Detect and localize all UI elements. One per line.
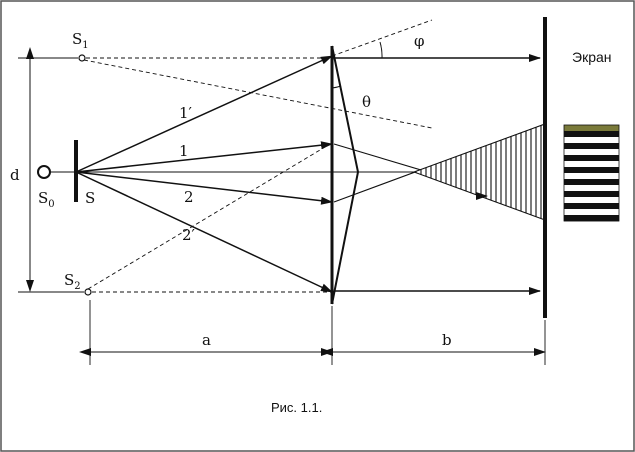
incident-rays xyxy=(75,55,333,293)
label-ray-1: 1 xyxy=(179,142,189,160)
fringe-stripe xyxy=(564,137,619,144)
virtual-source-s2 xyxy=(84,288,92,296)
ray-arrowhead xyxy=(476,192,488,200)
label-b: b xyxy=(442,331,452,349)
label-theta: θ xyxy=(362,93,371,111)
fringe-pattern xyxy=(563,124,620,222)
label-ray-2prime: 2′ xyxy=(182,226,196,244)
light-source-circle xyxy=(37,165,51,179)
label-s1: S1 xyxy=(72,30,89,51)
fringe-stripe xyxy=(564,131,619,138)
biprism-edges xyxy=(331,45,360,305)
virtual-ray-lines xyxy=(83,19,433,293)
fringe-stripe xyxy=(564,209,619,216)
fringe-border xyxy=(563,124,620,222)
label-phi: φ xyxy=(414,32,425,50)
label-slit: S xyxy=(85,189,95,207)
label-ray-1prime: 1′ xyxy=(179,104,193,122)
phi-arc xyxy=(379,41,383,59)
label-s2: S2 xyxy=(64,271,81,292)
fringe-stripe xyxy=(564,191,619,198)
fringe-stripe xyxy=(564,161,619,168)
virtual-source-s1 xyxy=(78,54,86,62)
fringe-stripe xyxy=(564,203,619,210)
fringe-stripe xyxy=(564,215,619,222)
fringe-stripe xyxy=(564,125,619,132)
refracted-rays xyxy=(334,54,541,295)
fringe-stripe xyxy=(564,155,619,162)
label-a: a xyxy=(202,331,211,349)
fringe-stripe xyxy=(564,179,619,186)
label-d: d xyxy=(10,166,20,184)
fringe-stripe xyxy=(564,149,619,156)
interference-region xyxy=(412,123,546,221)
fringe-stripe xyxy=(564,167,619,174)
figure-caption: Рис. 1.1. xyxy=(271,400,322,415)
theta-arc xyxy=(331,85,342,89)
label-s0: S0 xyxy=(38,189,55,210)
fringe-stripe xyxy=(564,143,619,150)
fringe-stripe xyxy=(564,197,619,204)
fringe-stripe xyxy=(564,173,619,180)
fringe-stripe xyxy=(564,185,619,192)
label-screen: Экран xyxy=(572,49,612,65)
label-ray-2: 2 xyxy=(184,188,194,206)
